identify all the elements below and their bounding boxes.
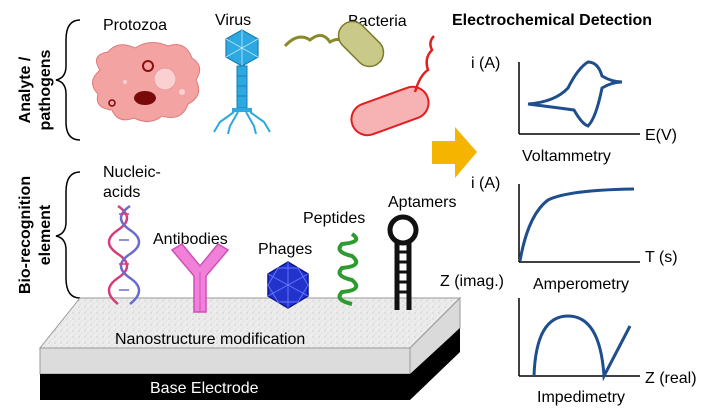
impedimetry-x-label: Z (real) xyxy=(645,370,697,387)
voltammetry-curve xyxy=(527,60,623,128)
amperometry-plot: i (A) T (s) Amperometry xyxy=(471,175,678,293)
base-electrode-side xyxy=(410,328,460,400)
amperometry-name: Amperometry xyxy=(533,276,629,293)
amperometry-y-label: i (A) xyxy=(471,175,500,192)
analyte-label-line2: pathogens xyxy=(37,49,54,130)
dna-icon xyxy=(107,204,141,305)
bacteria-icon xyxy=(283,20,435,137)
antibodies-label: Antibodies xyxy=(153,231,228,248)
nucleic-acids-label-line2: acids xyxy=(103,184,140,201)
biorec-label-line1: Bio-recognition xyxy=(17,176,34,294)
impedimetry-curve xyxy=(532,314,632,382)
nucleic-acids-label-line1: Nucleic- xyxy=(103,164,161,181)
impedimetry-plot: Z (imag.) Z (real) Impedimetry xyxy=(440,273,697,406)
peptide-icon xyxy=(337,232,359,306)
analyte-brace xyxy=(55,19,81,141)
biorec-label-line2: element xyxy=(37,204,54,265)
base-electrode-label: Base Electrode xyxy=(150,380,259,397)
peptides-label: Peptides xyxy=(303,210,365,227)
voltammetry-y-label: i (A) xyxy=(471,55,500,72)
detection-title: Electrochemical Detection xyxy=(452,12,652,29)
voltammetry-x-label: E(V) xyxy=(645,127,677,144)
antibody-icon xyxy=(170,243,230,313)
voltammetry-name: Voltammetry xyxy=(522,148,611,165)
electrode: Nanostructure modification Base Electrod… xyxy=(38,296,462,400)
virus-icon xyxy=(213,29,271,135)
impedimetry-y-label: Z (imag.) xyxy=(440,273,504,290)
virus-label: Virus xyxy=(215,12,251,29)
phages-label: Phages xyxy=(258,241,312,258)
phage-icon xyxy=(267,261,309,309)
analyte-label-line1: Analyte / xyxy=(17,56,34,123)
base-electrode xyxy=(40,374,410,400)
aptamers-label: Aptamers xyxy=(388,194,456,211)
impedimetry-name: Impedimetry xyxy=(537,389,625,406)
voltammetry-plot: i (A) E(V) Voltammetry xyxy=(471,55,677,165)
protozoa-label: Protozoa xyxy=(103,17,167,34)
modification-label: Nanostructure modification xyxy=(115,331,305,348)
biorecognition-section-label: Bio-recognition element xyxy=(17,176,54,294)
aptamer-icon xyxy=(387,214,419,310)
amperometry-curve xyxy=(518,187,635,262)
biorec-brace xyxy=(55,171,81,299)
protozoa-icon xyxy=(92,42,201,122)
electrode-front xyxy=(39,347,411,375)
arrow-right-icon xyxy=(432,127,477,178)
amperometry-x-label: T (s) xyxy=(645,249,678,266)
analyte-section-label: Analyte / pathogens xyxy=(17,49,54,130)
